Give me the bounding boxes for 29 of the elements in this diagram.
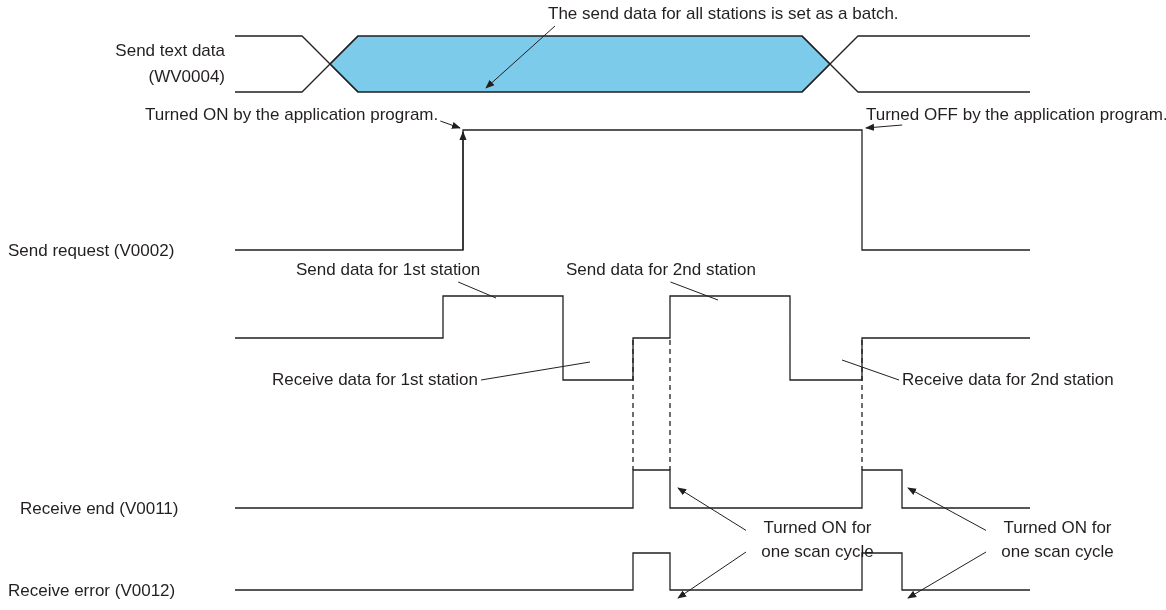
annotation-text: Turned ON by the application program. <box>145 103 439 127</box>
signal-label: Receive end (V0011) <box>20 498 179 520</box>
leader-arrow <box>439 120 461 129</box>
annotation-text: Turned ON for one scan cycle <box>990 516 1125 564</box>
annotation-text: Send data for 2nd station <box>566 258 756 282</box>
leader-arrow <box>677 551 747 599</box>
request-waveform <box>234 129 1031 251</box>
leader-line <box>841 359 900 381</box>
signal-label: Send text data (WV0004) <box>114 40 225 88</box>
leader-line <box>457 281 497 299</box>
annotation-text: The send data for all stations is set as a batch. <box>548 2 899 26</box>
leader-line <box>480 361 591 381</box>
annotation-text: Turned ON for one scan cycle <box>750 516 885 564</box>
leader-arrow <box>907 551 987 599</box>
annotation-text: Receive data for 1st station <box>272 368 478 392</box>
bus-waveform <box>234 35 1031 93</box>
leader-arrow <box>907 487 987 531</box>
dashed-guide-line <box>669 339 671 471</box>
signal-label: Receive error (V0012) <box>8 580 176 602</box>
dashed-guide-line <box>861 339 863 471</box>
leader-line <box>670 281 719 301</box>
dashed-guide-line <box>632 339 634 471</box>
annotation-text: Turned OFF by the application program. <box>866 103 1166 127</box>
leader-arrow <box>677 487 747 531</box>
leader-arrow <box>865 123 903 131</box>
signal-label: Send request (V0002) <box>8 240 175 262</box>
annotation-text: Send data for 1st station <box>296 258 481 282</box>
receive-end-waveform <box>234 469 1031 509</box>
annotation-text: Receive data for 2nd station <box>902 368 1114 392</box>
